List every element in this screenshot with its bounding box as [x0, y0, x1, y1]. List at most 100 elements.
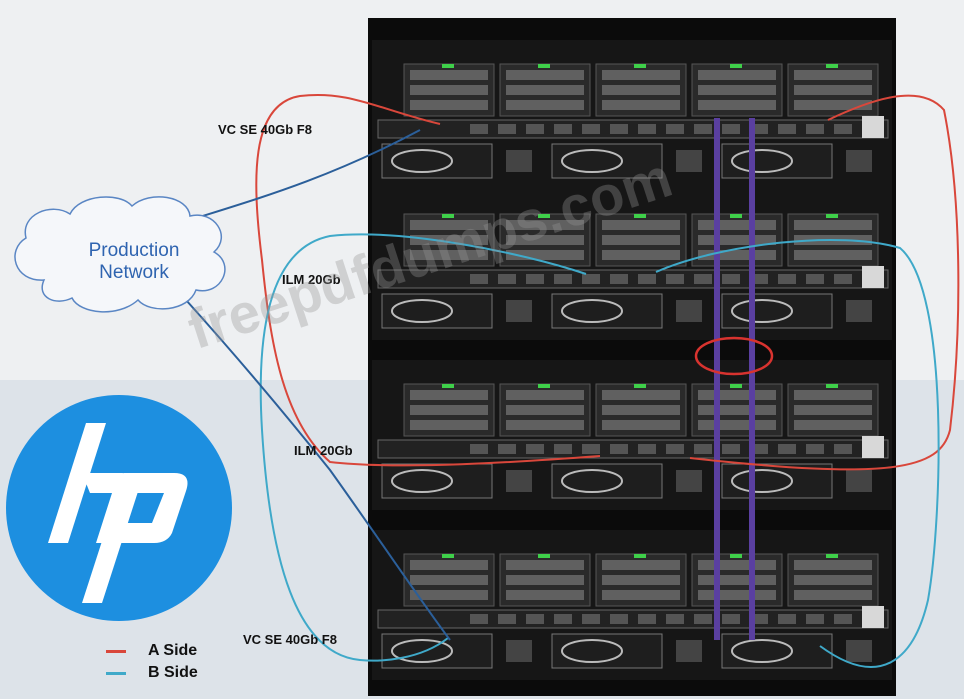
highlight-ellipse — [694, 336, 774, 376]
status-led — [538, 554, 550, 558]
power-supply — [721, 143, 833, 179]
psu-fan — [561, 469, 623, 493]
a-side-cables — [255, 93, 960, 471]
status-led — [634, 384, 646, 388]
vent-grille — [506, 420, 584, 430]
vent-grille — [602, 590, 680, 600]
vent-grille — [698, 560, 776, 570]
port — [498, 274, 516, 284]
legend: A Side B Side — [106, 640, 198, 684]
port — [554, 614, 572, 624]
port — [554, 124, 572, 134]
vent-grille — [602, 560, 680, 570]
vent-grille — [410, 390, 488, 400]
status-led — [826, 64, 838, 68]
b-side-cables — [259, 233, 940, 668]
power-socket — [506, 470, 532, 492]
qr-tag — [862, 116, 884, 138]
vent-grille — [794, 250, 872, 260]
label-vc-bottom: VC SE 40Gb F8 — [243, 632, 337, 647]
label-ilm-lower: ILM 20Gb — [294, 443, 353, 458]
status-led — [442, 214, 454, 218]
port — [582, 274, 600, 284]
port — [694, 124, 712, 134]
port — [778, 124, 796, 134]
vent-grille — [794, 560, 872, 570]
status-led — [826, 384, 838, 388]
port — [638, 614, 656, 624]
vent-grille — [602, 405, 680, 415]
cloud-label-line2: Network — [99, 262, 169, 283]
port — [498, 124, 516, 134]
vent-grille — [602, 70, 680, 80]
psu-fan — [561, 639, 623, 663]
psu-fan — [561, 149, 623, 173]
vent-grille — [506, 70, 584, 80]
legend-item-a-side: A Side — [106, 640, 198, 662]
psu-fan — [561, 299, 623, 323]
vent-grille — [506, 100, 584, 110]
qr-tag — [862, 606, 884, 628]
power-socket — [676, 300, 702, 322]
vent-grille — [506, 390, 584, 400]
port — [806, 444, 824, 454]
port — [778, 274, 796, 284]
vent-grille — [698, 70, 776, 80]
port — [834, 124, 852, 134]
production-network-cloud — [14, 196, 226, 313]
vent-grille — [602, 220, 680, 230]
power-socket — [846, 150, 872, 172]
vent-grille — [602, 575, 680, 585]
status-led — [538, 64, 550, 68]
vent-grille — [410, 590, 488, 600]
network-link-bottom — [185, 299, 451, 641]
vent-grille — [410, 70, 488, 80]
port — [554, 274, 572, 284]
port — [666, 124, 684, 134]
vent-grille — [794, 70, 872, 80]
vent-grille — [698, 590, 776, 600]
a-side-cable-right — [689, 94, 960, 471]
port — [666, 614, 684, 624]
status-led — [730, 554, 742, 558]
power-supply — [551, 143, 663, 179]
port — [806, 614, 824, 624]
status-led — [730, 214, 742, 218]
qr-tag — [862, 436, 884, 458]
port — [610, 274, 628, 284]
vent-grille — [602, 85, 680, 95]
port — [470, 614, 488, 624]
legend-label-a-side: A Side — [148, 642, 198, 659]
vent-grille — [698, 575, 776, 585]
port — [778, 444, 796, 454]
psu-fan — [391, 299, 453, 323]
hp-logo — [6, 395, 232, 621]
vent-grille — [410, 100, 488, 110]
port — [666, 274, 684, 284]
port — [610, 614, 628, 624]
status-led — [634, 64, 646, 68]
vent-grille — [698, 85, 776, 95]
power-supply — [721, 293, 833, 329]
psu-fan — [391, 469, 453, 493]
label-ilm-upper: ILM 20Gb — [282, 272, 341, 287]
port — [498, 614, 516, 624]
vent-grille — [794, 390, 872, 400]
port — [526, 124, 544, 134]
legend-swatch-b-side — [106, 671, 126, 675]
legend-label-b-side: B Side — [148, 664, 198, 681]
status-led — [442, 554, 454, 558]
port — [834, 614, 852, 624]
enclosure-group — [372, 40, 892, 680]
power-supply — [381, 463, 493, 499]
vent-grille — [794, 100, 872, 110]
port — [498, 444, 516, 454]
vent-grille — [794, 420, 872, 430]
port — [694, 274, 712, 284]
b-side-cable-left — [259, 233, 587, 662]
status-led — [826, 554, 838, 558]
port — [722, 124, 740, 134]
vent-grille — [602, 235, 680, 245]
vent-grille — [794, 590, 872, 600]
vent-grille — [794, 85, 872, 95]
